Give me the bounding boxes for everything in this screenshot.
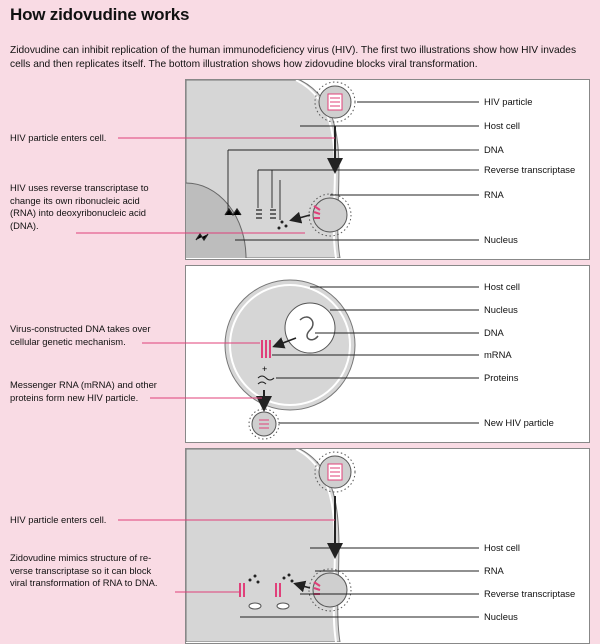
label-reverse-transcriptase: Reverse transcriptase [484, 588, 576, 599]
label-mrna-forms-particle: Messenger RNA (mRNA) and other proteins … [10, 379, 157, 403]
label-proteins: Proteins [484, 372, 519, 383]
page-title: How zidovudine works [10, 5, 190, 24]
panel2-illustration: + [142, 279, 479, 440]
hiv-particle-icon [314, 451, 356, 493]
label-host-cell: Host cell [484, 120, 520, 131]
label-dna: DNA [484, 144, 504, 155]
hiv-particle-icon [314, 81, 356, 123]
zidovudine-molecules-icon [248, 573, 294, 584]
svg-text:+: + [262, 364, 267, 374]
label-host-cell: Host cell [484, 281, 520, 292]
label-hiv-enters-cell: HIV particle enters cell. [10, 132, 107, 143]
label-nucleus: Nucleus [484, 304, 518, 315]
hiv-particle-entering-icon [308, 568, 352, 612]
hiv-particle-entering-icon [308, 193, 352, 237]
label-dna-takeover: Virus-constructed DNA takes over cellula… [10, 323, 151, 347]
label-mrna: mRNA [484, 349, 512, 360]
label-host-cell: Host cell [484, 542, 520, 553]
label-new-hiv-particle: New HIV particle [484, 417, 554, 428]
label-zidovudine-mimics: Zidovudine mimics structure of re- verse… [10, 552, 158, 588]
panel1-illustration [76, 80, 479, 258]
dna-strands-icon [195, 207, 276, 242]
blocked-rna-icon [239, 583, 281, 597]
host-cell-shape [186, 449, 341, 642]
nucleus-shape [186, 182, 247, 258]
dna-strands-icon [261, 340, 271, 358]
new-hiv-particle-icon [248, 408, 280, 440]
nucleus-shape [284, 302, 336, 354]
label-nucleus: Nucleus [484, 611, 518, 622]
proteins-icon [257, 375, 275, 385]
label-nucleus: Nucleus [484, 234, 518, 245]
label-reverse-transcription: HIV uses reverse transcriptase to change… [10, 182, 149, 231]
label-hiv-particle: HIV particle [484, 96, 533, 107]
label-hiv-enters-cell: HIV particle enters cell. [10, 514, 107, 525]
reverse-transcriptase-icon [277, 220, 288, 230]
panel3-illustration [118, 449, 479, 642]
label-reverse-transcriptase: Reverse transcriptase [484, 164, 576, 175]
label-rna: RNA [484, 565, 504, 576]
intro-text: Zidovudine can inhibit replication of th… [10, 45, 577, 70]
host-cell-shape [224, 279, 356, 411]
label-dna: DNA [484, 327, 504, 338]
label-rna: RNA [484, 189, 504, 200]
